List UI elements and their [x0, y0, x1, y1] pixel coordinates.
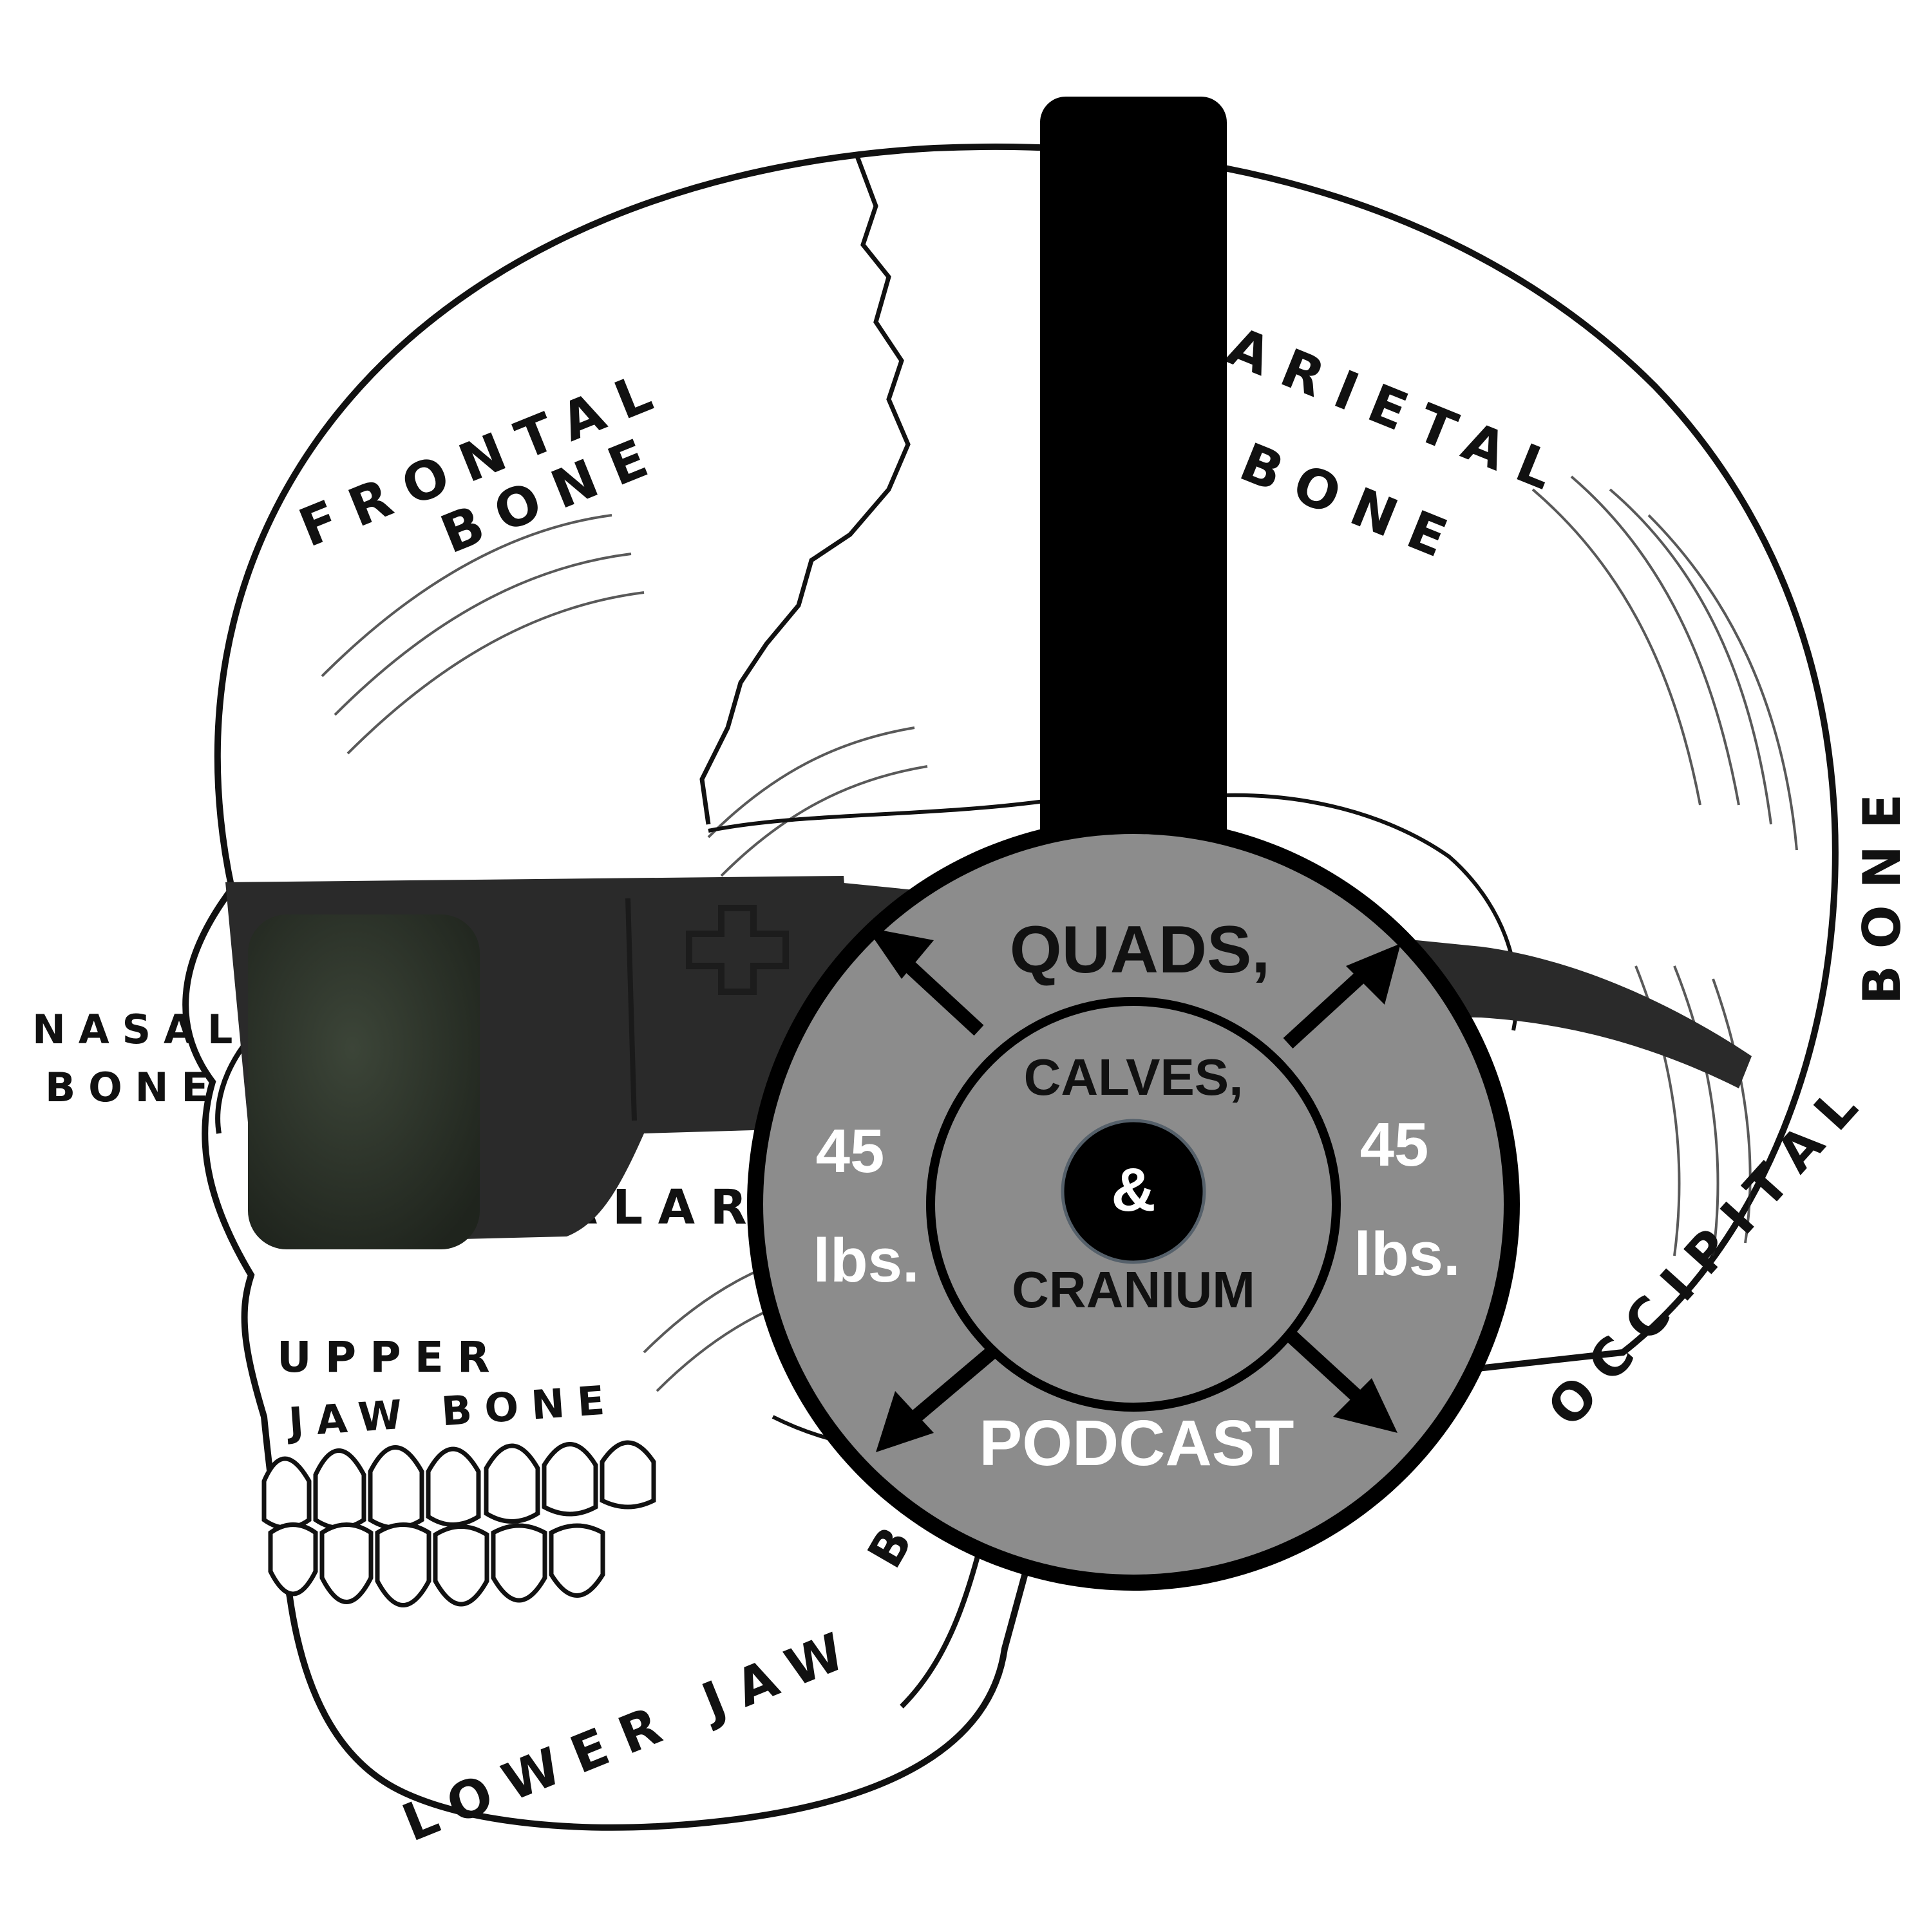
sunglasses-lens [248, 914, 480, 1249]
coronal-suture [699, 153, 911, 825]
plate-bottom-label: PODCAST [980, 1407, 1294, 1479]
hinge-emblem-icon [686, 905, 789, 995]
plate-weight-left-number: 45 [816, 1117, 885, 1186]
lower-teeth [268, 1522, 605, 1607]
plate-ampersand: & [1111, 1155, 1155, 1224]
plate-inner-ring [926, 997, 1341, 1412]
arrow-up-right-icon [1283, 967, 1370, 1049]
plate-title-line2: CALVES, [1024, 1048, 1244, 1106]
label-nasal: NASAL [32, 1006, 245, 1053]
plate-title-line3: CRANIUM [1012, 1261, 1255, 1318]
plate-weight-right-unit: lbs. [1354, 1220, 1460, 1289]
headphone-band [1040, 97, 1227, 869]
plate-title-line1: QUADS, [1010, 913, 1270, 987]
label-occipital-bone: BONE [1852, 777, 1912, 1005]
upper-teeth [261, 1440, 656, 1530]
arrow-down-right-icon [1283, 1327, 1370, 1410]
plate-weight-left-unit: lbs. [813, 1226, 919, 1295]
label-upper: UPPER [277, 1332, 504, 1382]
arrow-down-left-icon [903, 1347, 997, 1429]
plate-center-hub [1061, 1119, 1206, 1264]
weight-plate: QUADS, CALVES, & CRANIUM PODCAST 45 lbs.… [747, 818, 1520, 1591]
label-nasal-bone: BONE [45, 1064, 222, 1111]
plate-arrows [866, 927, 1401, 1452]
plate-weight-right-number: 45 [1360, 1110, 1429, 1179]
